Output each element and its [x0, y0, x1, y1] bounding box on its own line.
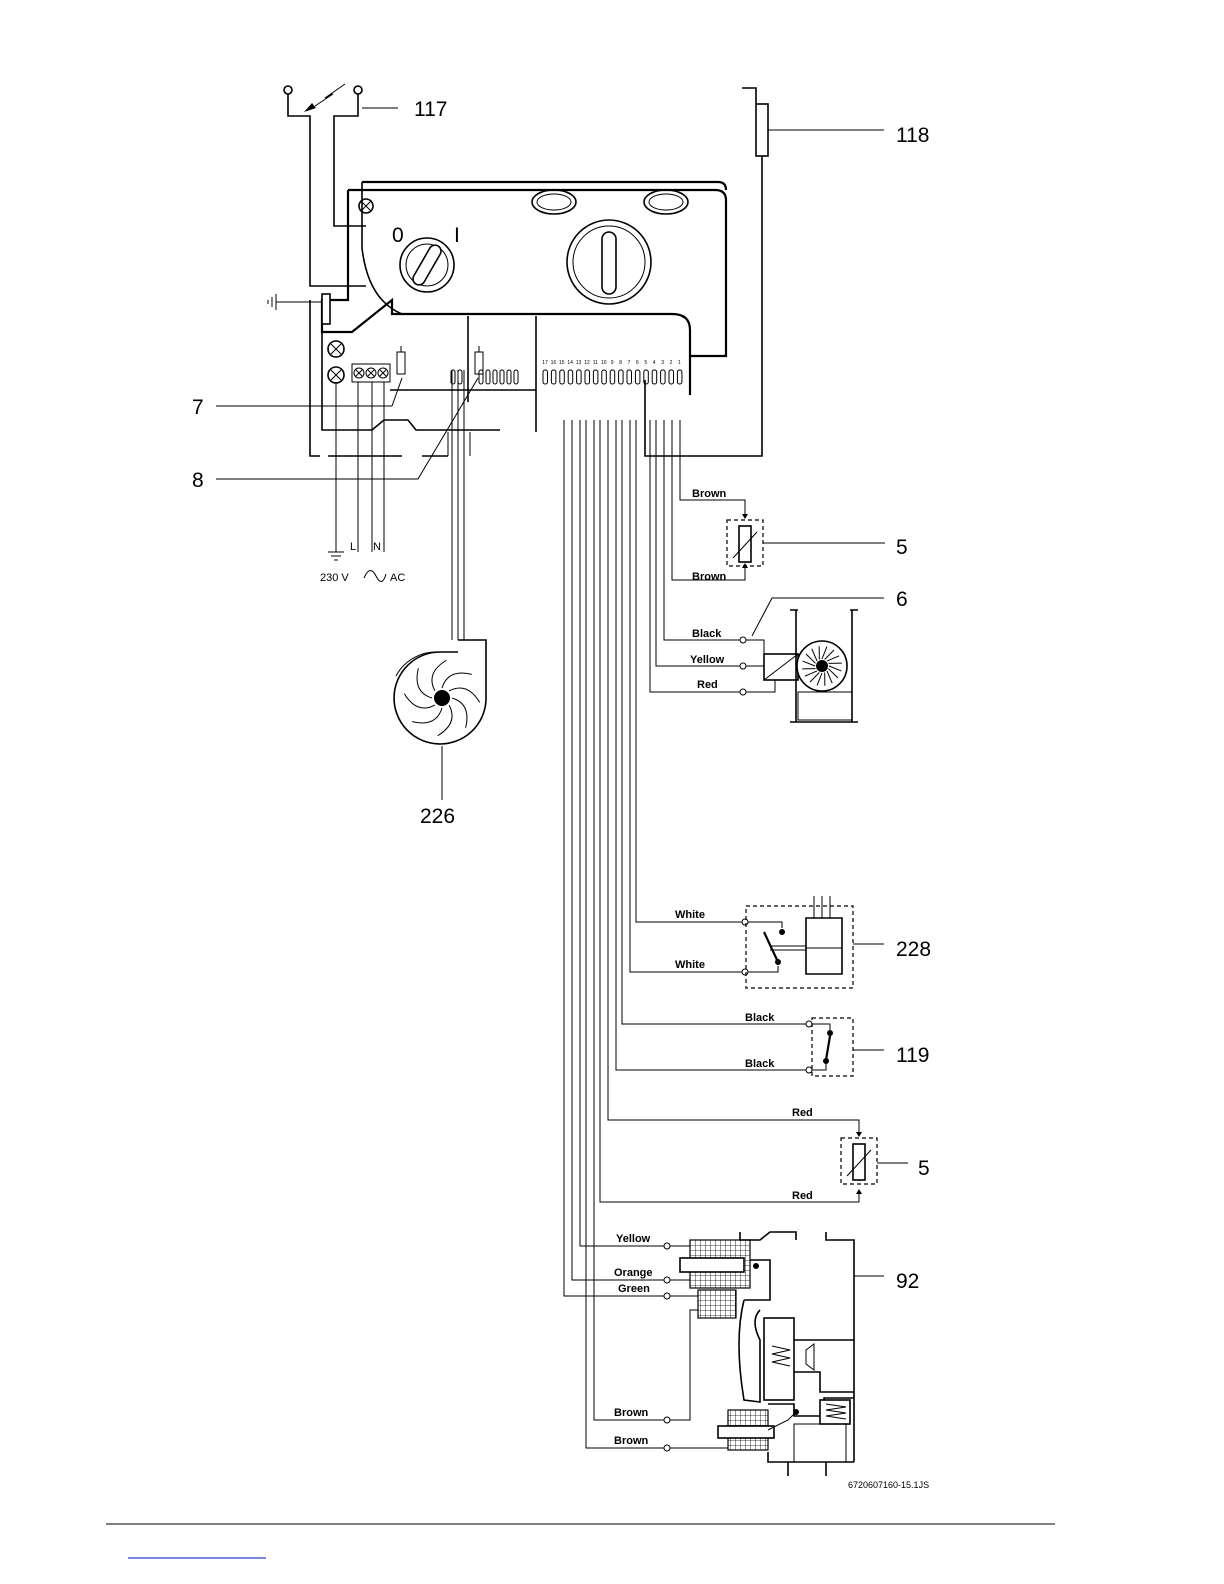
- fan-motor-icon: [394, 640, 486, 744]
- connector-pin: [585, 370, 590, 384]
- callout-5b: 5: [918, 1157, 930, 1180]
- pin-label: 7: [628, 360, 631, 366]
- connector-pin: [514, 370, 518, 384]
- wire-valve-green: Green: [618, 1283, 650, 1295]
- pin-label: 8: [619, 360, 622, 366]
- connector-pin: [652, 370, 657, 384]
- pin-label: 14: [567, 360, 573, 366]
- pin-label: 9: [611, 360, 614, 366]
- screw-terminal-icon: [328, 341, 344, 383]
- connector-pin: [577, 370, 582, 384]
- callout-7: 7: [192, 396, 204, 419]
- pin-label: 16: [551, 360, 557, 366]
- connector-pin: [543, 370, 548, 384]
- terminal-block: [268, 294, 682, 640]
- connector-pin: [619, 370, 624, 384]
- temperature-sensor-upper: [672, 420, 763, 580]
- wire-valve-orange: Orange: [614, 1267, 653, 1279]
- wire-sensor2-top: Red: [792, 1107, 813, 1119]
- mains-voltage: 230 V: [320, 572, 349, 584]
- pump-fan-6: [650, 420, 858, 722]
- pin-label: 11: [593, 360, 598, 366]
- pin-label: 15: [559, 360, 565, 366]
- pin-label: 3: [661, 360, 664, 366]
- connector-pin: [500, 370, 504, 384]
- wire-sensor-top: Brown: [692, 488, 727, 500]
- mains-neutral: N: [373, 541, 381, 553]
- connector-pin: [610, 370, 615, 384]
- pin-label: 6: [636, 360, 639, 366]
- wire-valve-yellow: Yellow: [616, 1233, 651, 1245]
- callout-6: 6: [896, 588, 908, 611]
- connector-pin: [627, 370, 632, 384]
- connector-pin: [479, 370, 483, 384]
- switch-on-label: I: [454, 224, 460, 247]
- wire-switch119-bottom: Black: [745, 1058, 775, 1070]
- drawing-reference: 6720607160-15.1JS: [848, 1480, 929, 1490]
- connector-pin: [493, 370, 497, 384]
- connector-pin: [568, 370, 573, 384]
- wire-switch228-bottom: White: [675, 959, 705, 971]
- switch-off-label: 0: [392, 224, 404, 247]
- pin-label: 10: [601, 360, 607, 366]
- callout-228: 228: [896, 938, 931, 961]
- sensor-118: [645, 88, 768, 456]
- pin-label: 2: [670, 360, 673, 366]
- callout-226: 226: [420, 805, 455, 828]
- mains-live: L: [350, 541, 356, 553]
- connector-pin: [593, 370, 598, 384]
- pin-label: 13: [576, 360, 582, 366]
- flow-switch-228: [630, 420, 853, 988]
- connector-pin: [635, 370, 640, 384]
- wire-valve-brown1: Brown: [614, 1407, 649, 1419]
- connector-pin: [486, 370, 490, 384]
- wire-sensor2-bottom: Red: [792, 1190, 813, 1202]
- pin-label: 12: [584, 360, 590, 366]
- callout-92: 92: [896, 1270, 919, 1293]
- switch-119: [616, 420, 853, 1076]
- control-panel: [322, 182, 726, 395]
- spark-electrode-icon: [284, 84, 366, 286]
- connector-pin: [507, 370, 511, 384]
- wire-valve-brown2: Brown: [614, 1435, 649, 1447]
- wire-switch119-top: Black: [745, 1012, 775, 1024]
- wire-fan-red: Red: [697, 679, 718, 691]
- wire-fan-black: Black: [692, 628, 722, 640]
- pin-label: 17: [542, 360, 548, 366]
- pin-label: 5: [644, 360, 647, 366]
- wire-fan-yellow: Yellow: [690, 654, 725, 666]
- connector-pin: [551, 370, 556, 384]
- mains-current-type: AC: [390, 572, 405, 584]
- callout-119: 119: [896, 1044, 929, 1067]
- wire-switch228-top: White: [675, 909, 705, 921]
- ground-icon: [268, 294, 330, 324]
- pin-label: 1: [678, 360, 681, 366]
- connector-pin: [602, 370, 607, 384]
- connector-pin: [677, 370, 682, 384]
- callout-118: 118: [896, 124, 929, 147]
- callout-117: 117: [414, 98, 447, 121]
- connector-pin: [661, 370, 666, 384]
- connector-pin: [560, 370, 565, 384]
- wire-sensor-bottom: Brown: [692, 571, 727, 583]
- callout-8: 8: [192, 469, 204, 492]
- ac-sine-icon: [364, 570, 386, 581]
- callout-5a: 5: [896, 536, 908, 559]
- connector-pin: [458, 370, 462, 384]
- connector-pin: [669, 370, 674, 384]
- pin-label: 4: [653, 360, 656, 366]
